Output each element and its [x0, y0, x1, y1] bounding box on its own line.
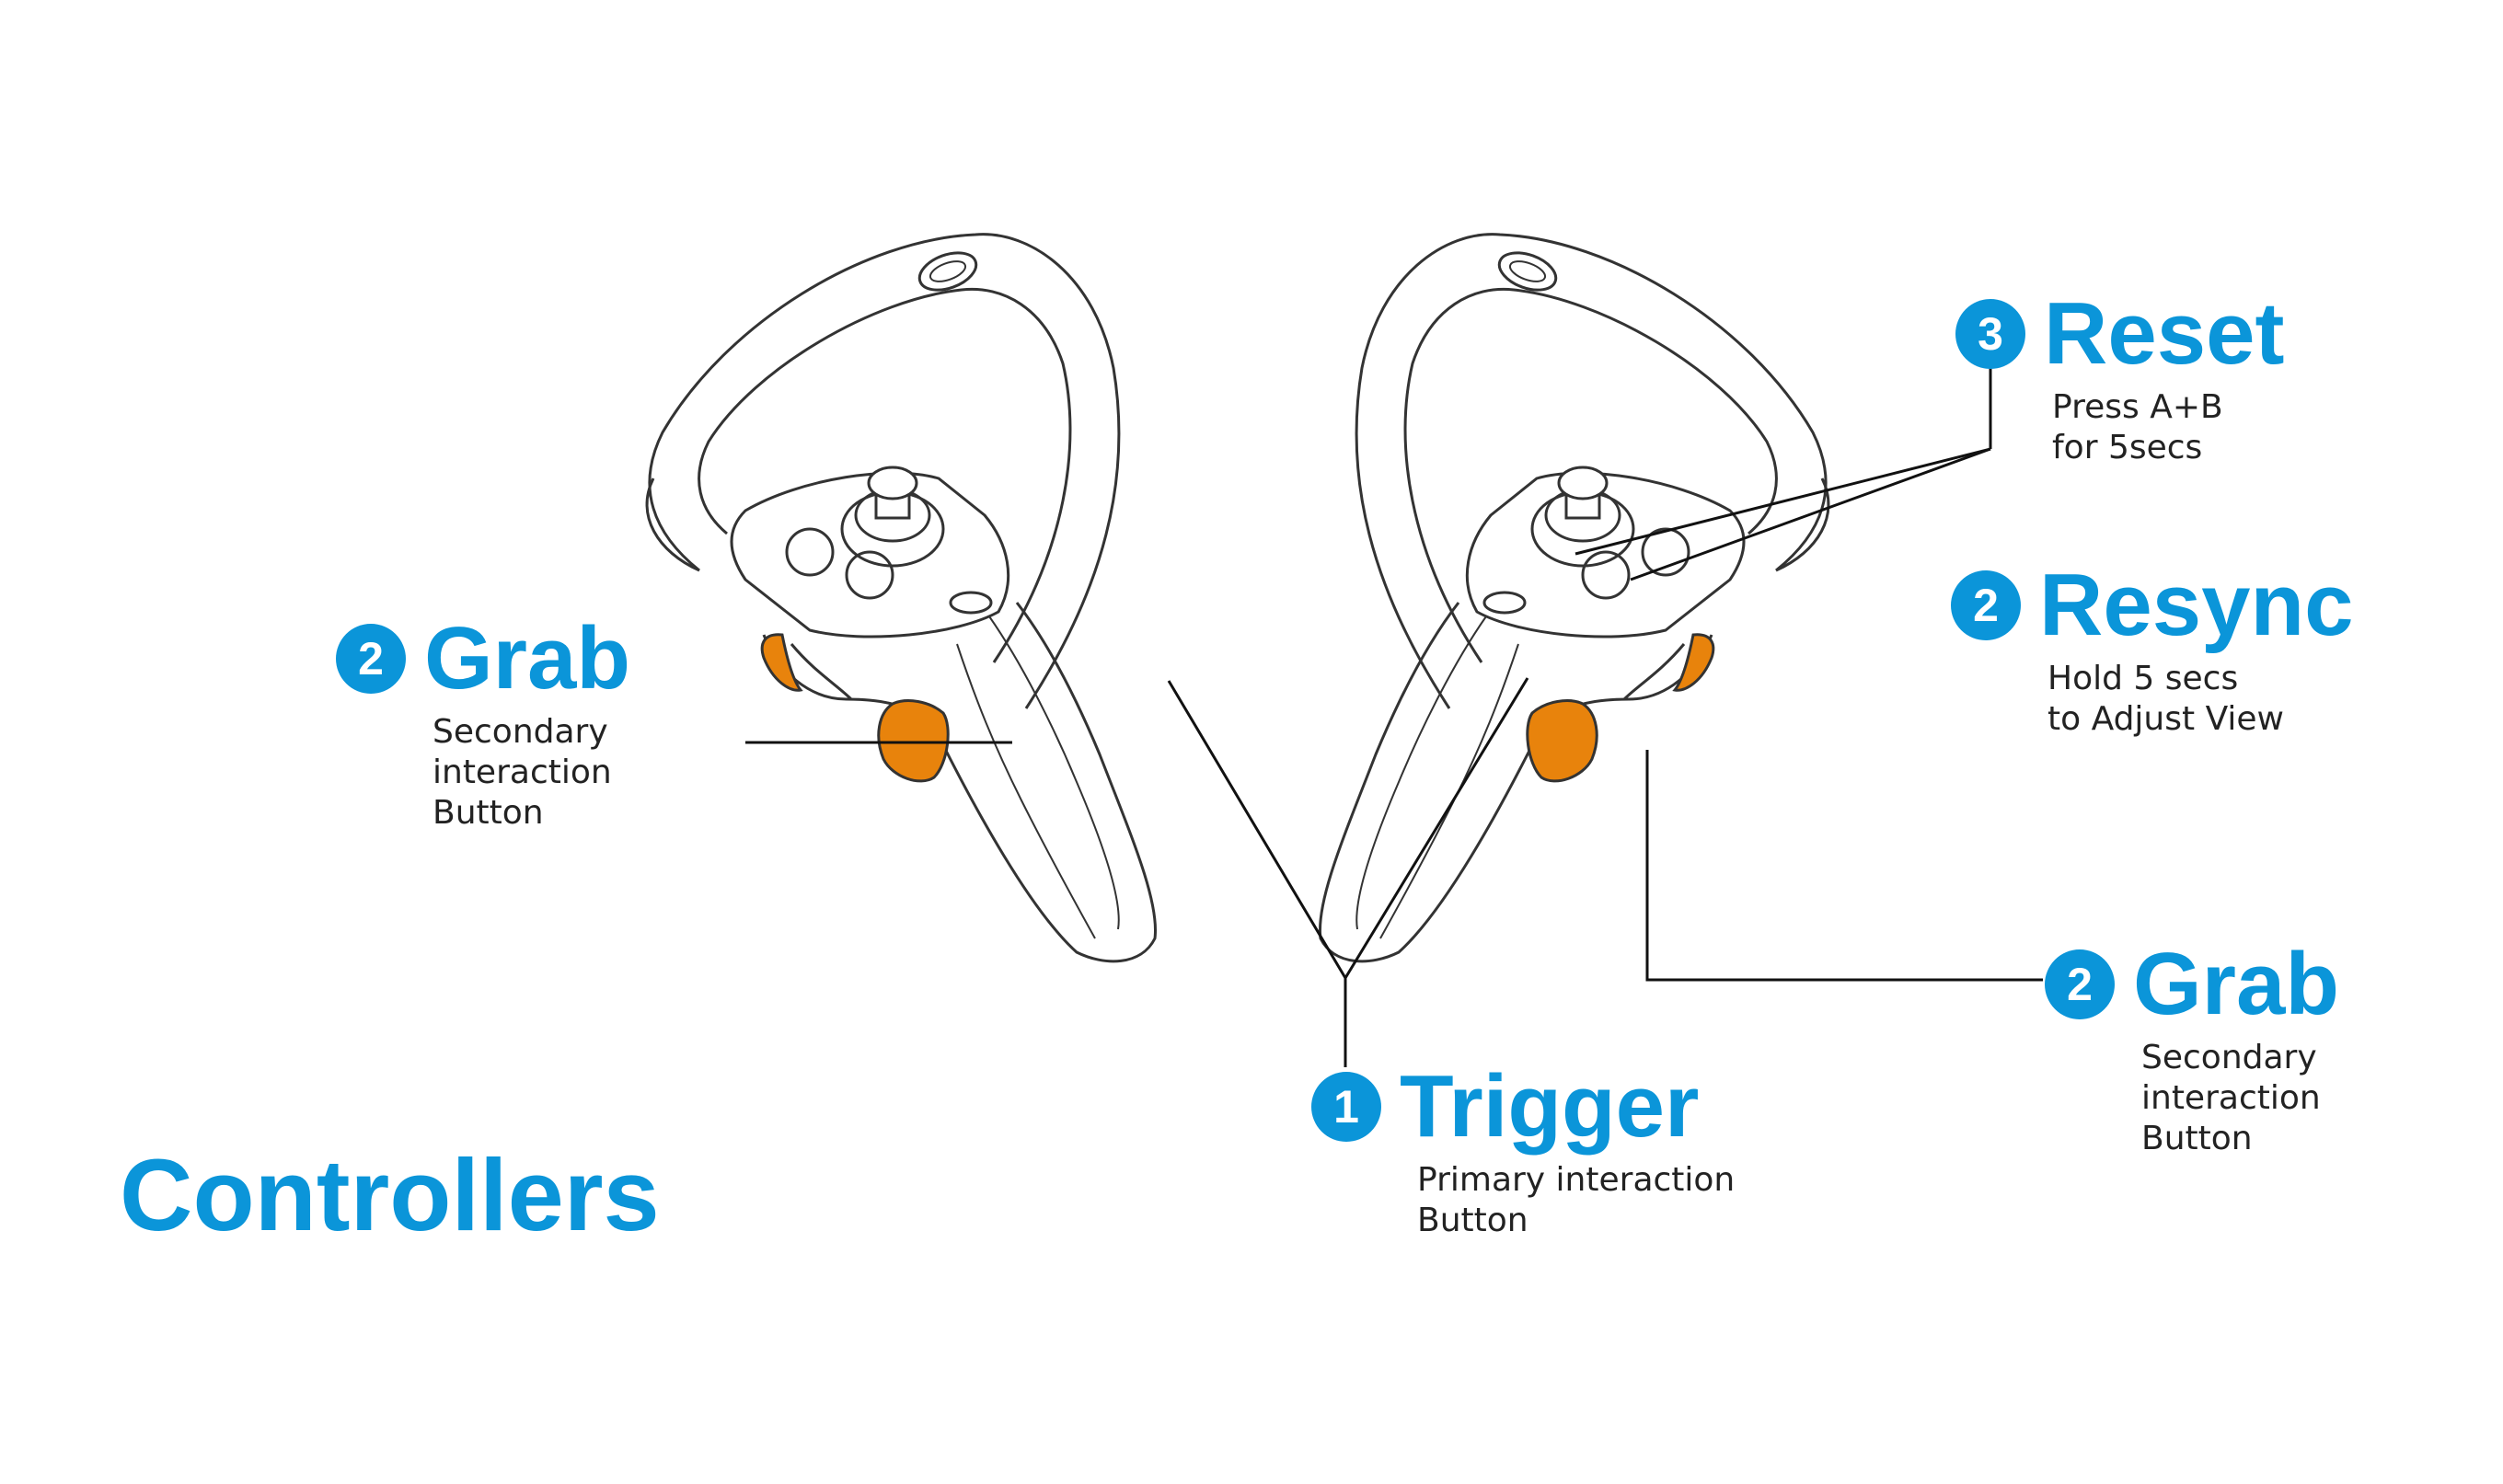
callout-description: Primary interaction Button: [1417, 1161, 1736, 1239]
trigger-callout: 1 Trigger Primary interaction Button: [1311, 1063, 1735, 1241]
callout-title: Grab: [2133, 935, 2340, 1033]
left-vr-controller-icon: [645, 233, 1158, 963]
callout-title: Reset: [2044, 284, 2285, 383]
step-badge: 1: [1311, 1072, 1381, 1142]
grab-right-callout: 2 Grab Secondary interaction Button: [2045, 940, 2339, 1159]
callout-title: Trigger: [1400, 1057, 1700, 1156]
callout-title: Resync: [2039, 556, 2354, 654]
page-title: Controllers: [120, 1139, 660, 1252]
grab-right-leader: [1645, 750, 2043, 982]
resync-callout: 2 Resync Hold 5 secs to Adjust View: [1951, 561, 2354, 740]
reset-leader-a: [1574, 447, 1991, 556]
leader-lines: [745, 354, 2043, 1067]
step-badge: 2: [336, 624, 406, 694]
reset-leader-b: [1630, 447, 1991, 581]
callout-description: Press A+B for 5secs: [2052, 388, 2223, 466]
right-vr-controller-icon: [1318, 233, 1830, 963]
step-badge: 2: [1951, 570, 2021, 640]
callout-description: Secondary interaction Button: [433, 713, 612, 832]
grab-left-callout: 2 Grab Secondary interaction Button: [336, 615, 630, 834]
callout-description: Hold 5 secs to Adjust View: [2047, 660, 2284, 738]
step-badge: 2: [2045, 949, 2115, 1019]
callout-description: Secondary interaction Button: [2141, 1039, 2321, 1157]
reset-callout: 3 Reset Press A+B for 5secs: [1955, 290, 2284, 468]
step-badge: 3: [1955, 299, 2025, 369]
callout-title: Grab: [424, 609, 631, 707]
